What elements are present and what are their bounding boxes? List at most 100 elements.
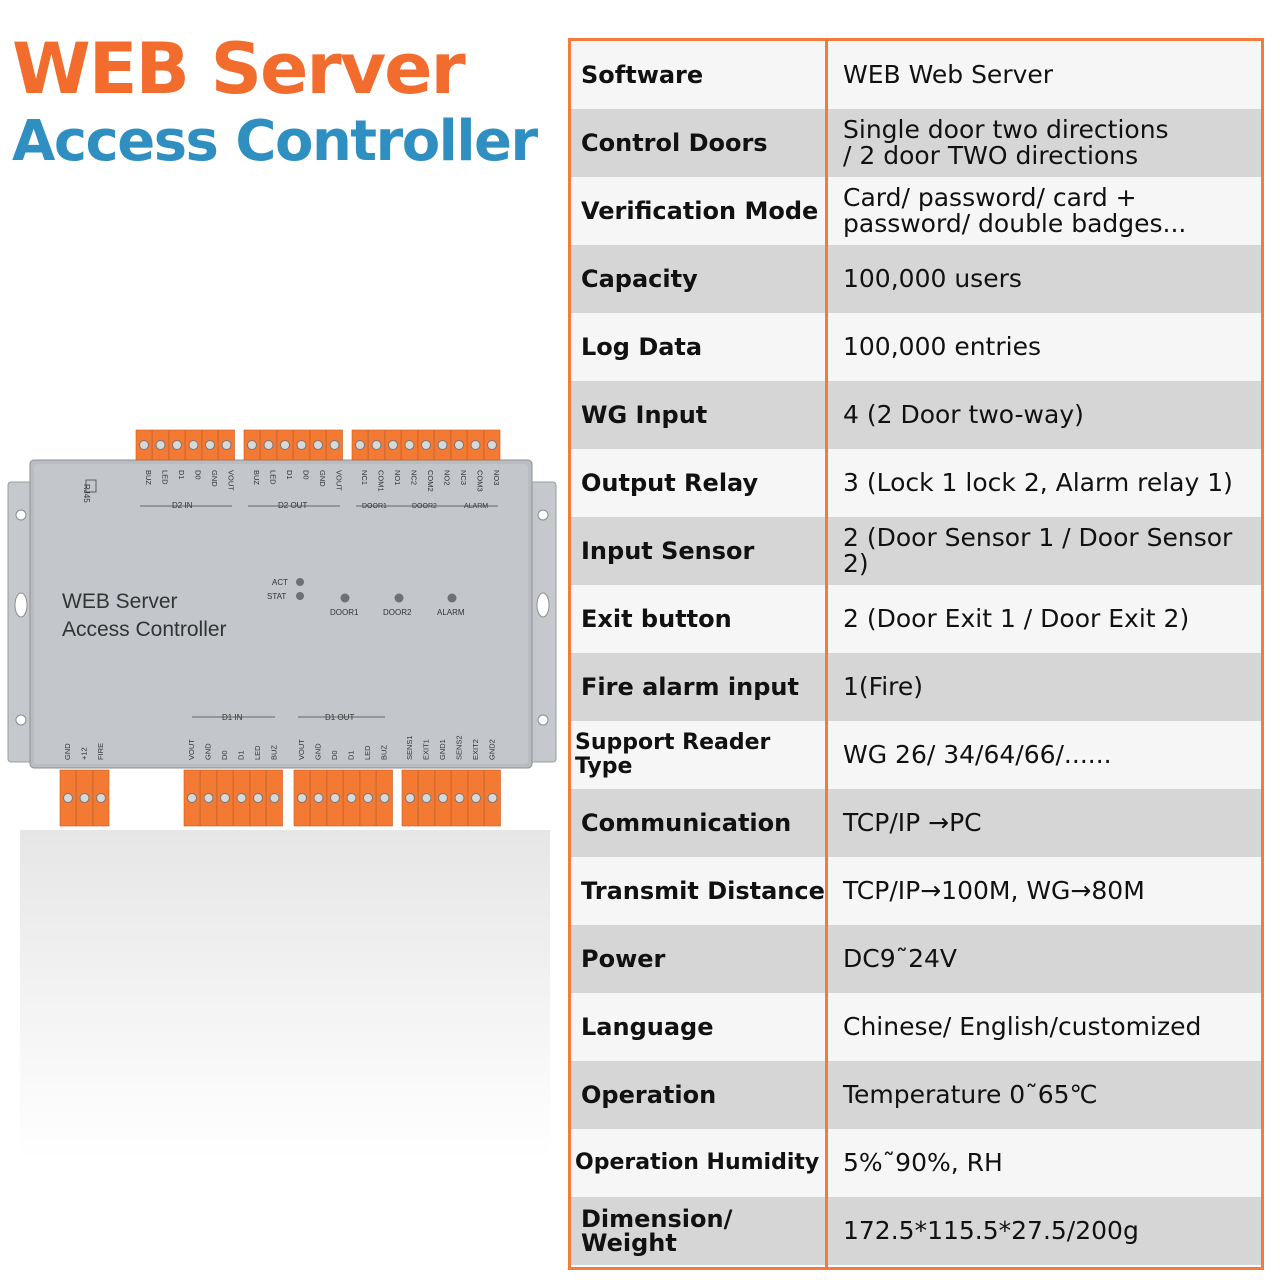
led-stat-label: STAT [267,592,286,601]
group-d2-out: D2 OUT [278,501,307,510]
device-reflection [20,830,550,1160]
terminal-screw [437,440,448,450]
group-d1-in: D1 IN [222,713,243,722]
spec-label: Capacity [581,265,698,293]
terminal-label: GND [318,470,327,487]
spec-row: Exit button 2 (Door Exit 1 / Door Exit 2) [571,585,1261,653]
spec-value: WEB Web Server [843,60,1054,89]
spec-label: WG Input [581,401,708,429]
terminal-label: GND [63,743,72,760]
group-d1-out: D1 OUT [325,713,354,722]
terminal-label: GND1 [438,739,447,760]
group-alarm: ALARM [464,503,488,510]
terminal-screw [421,440,431,450]
spec-value: Chinese/ English/customized [843,1012,1202,1041]
terminal-screw [63,793,73,803]
terminal-label: LED [269,470,278,485]
terminal-label: NC2 [410,470,419,485]
top-terminal-block [135,429,501,461]
terminal-screw [313,793,324,803]
terminal-label: GND [314,743,323,760]
spec-label: Exit button [581,605,732,633]
terminal-label: +12 [80,747,89,760]
spec-label: Support Reader Type [575,730,771,779]
terminal-label: EXIT2 [471,739,480,760]
spec-value: 4 (2 Door two-way) [843,400,1084,429]
terminal-label: VOUT [187,739,196,760]
headline-web-server: WEB Server [12,28,466,110]
spec-value: Temperature 0˜65℃ [843,1080,1098,1109]
spec-value: TCP/IP→100M, WG→80M [843,876,1145,905]
terminal-screw [379,793,390,803]
spec-value: 2 (Door Exit 1 / Door Exit 2) [843,604,1190,633]
terminal-label: SENS1 [405,735,414,760]
terminal-screw [172,440,182,450]
spec-label: Input Sensor [581,537,755,565]
spec-label: Fire alarm input [581,673,799,701]
terminal-label: GND [210,470,219,487]
group-d2-in: D2 IN [172,501,193,510]
terminal-label: LED [363,745,372,760]
terminal-screw [296,440,307,450]
terminal-screw [236,793,247,803]
indicator-alarm: ALARM [437,608,465,617]
terminal-screw [438,793,448,803]
spec-value: 100,000 users [843,264,1022,293]
headline-access-controller: Access Controller [12,109,538,174]
spec-label: Dimension/ Weight [581,1205,733,1257]
spec-row: Support Reader Type WG 26/ 34/64/66/.....… [571,721,1261,789]
spec-value: WG 26/ 34/64/66/...... [843,740,1112,769]
spec-value: TCP/IP →PC [843,808,982,837]
spec-label: Operation Humidity [575,1150,820,1175]
terminal-label: GND2 [488,739,497,760]
terminal-screw [404,440,415,450]
terminal-label: COM1 [377,470,386,492]
terminal-label: NO1 [393,470,402,485]
terminal-screw [155,440,166,450]
terminal-label: GND [204,743,213,760]
spec-row: Capacity 100,000 users [571,245,1261,313]
terminal-label: BUZ [252,470,261,485]
terminal-screw [405,793,415,803]
spec-label: Operation [581,1081,717,1109]
terminal-label: SENS2 [455,735,464,760]
terminal-screw [79,793,90,803]
spec-label: Output Relay [581,469,759,497]
terminal-label: D0 [330,750,339,760]
terminal-screw [205,440,215,450]
spec-row: Software WEB Web Server [571,41,1261,109]
spec-value: Single door two directions / 2 door TWO … [843,115,1169,170]
terminal-screw [371,440,382,450]
terminal-screw [221,440,232,450]
spec-label: Log Data [581,333,703,361]
terminal-screw [203,793,214,803]
terminal-screw [421,793,432,803]
spec-value: 100,000 entries [843,332,1041,361]
terminal-label: BUZ [380,745,389,760]
terminal-label: LED [253,745,262,760]
terminal-label: LED [161,470,170,485]
group-door2: DOOR2 [412,503,437,510]
indicator-door2: DOOR2 [383,608,412,617]
terminal-screw [330,793,340,803]
terminal-label: NO3 [492,470,501,485]
terminal-label: D1 [285,470,294,480]
terminal-label: NC3 [459,470,468,485]
terminal-screw [388,440,398,450]
terminal-label: D1 [237,750,246,760]
terminal-screw [297,793,307,803]
terminal-screw [471,793,481,803]
spec-label: Software [581,61,704,89]
terminal-screw [269,793,280,803]
terminal-label: VOUT [335,470,344,491]
